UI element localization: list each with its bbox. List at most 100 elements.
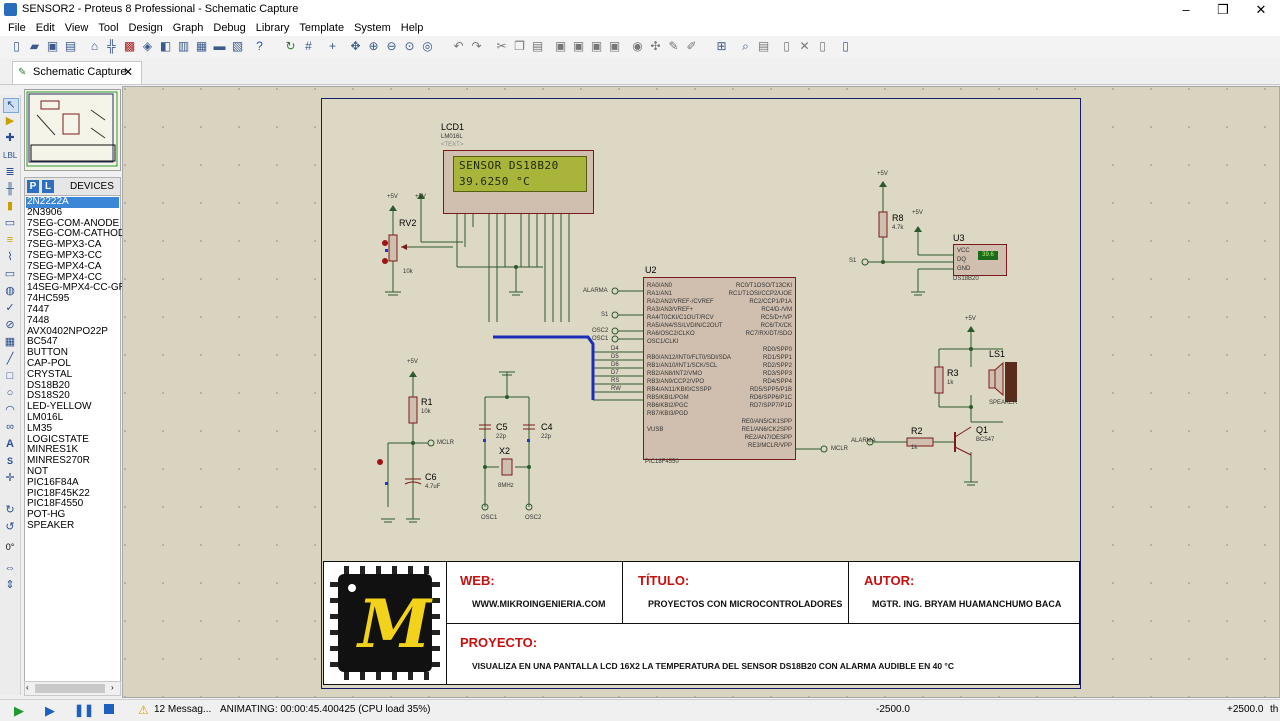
device-list-item[interactable]: MINRES270R — [27, 455, 90, 467]
tape-recorder-icon[interactable]: ▭ — [4, 268, 16, 280]
device-list-item[interactable]: POT-HG — [27, 509, 66, 521]
close-window-button[interactable]: ✕ — [1255, 2, 1267, 17]
warning-icon[interactable]: ⚠ — [138, 703, 149, 717]
voltage-probe-icon[interactable]: ✓ — [5, 302, 15, 314]
gerber-icon[interactable]: ◧ — [159, 39, 172, 53]
schematic-icon[interactable]: ╬ — [107, 39, 116, 53]
grid-icon[interactable]: # — [305, 39, 312, 53]
circle-2d-icon[interactable]: ○ — [6, 387, 14, 399]
scroll-thumb[interactable] — [35, 684, 105, 693]
device-list-item[interactable]: BC547 — [27, 336, 58, 348]
mirror-x-icon[interactable]: ⇔ — [4, 562, 16, 574]
netlist-icon[interactable]: ▯ — [842, 39, 849, 53]
current-probe-icon[interactable]: ⊘ — [5, 319, 15, 331]
step-icon[interactable]: ▶ — [45, 703, 55, 718]
new-sheet-icon[interactable]: ▯ — [783, 39, 790, 53]
schematic-canvas[interactable]: LCD1 LM016L <TEXT> SENSOR DS18B20 39.625… — [122, 86, 1280, 698]
decompose-icon[interactable]: ✐ — [686, 39, 697, 53]
menu-tool[interactable]: Tool — [98, 22, 119, 34]
pcb-icon[interactable]: ▩ — [123, 39, 136, 53]
minimize-button[interactable]: – — [1182, 2, 1190, 17]
device-list-item[interactable]: CAP-POL — [27, 358, 71, 369]
device-list-item[interactable]: 14SEG-MPX4-CC-GRN — [27, 282, 134, 294]
refresh-icon[interactable]: ↻ — [285, 39, 296, 53]
device-list-item[interactable]: BUTTON — [27, 347, 68, 359]
mirror-y-icon[interactable]: ⇕ — [5, 579, 15, 591]
new-file-icon[interactable]: ▯ — [13, 39, 20, 53]
pick-device-icon[interactable]: ◉ — [632, 39, 643, 53]
wire-autorouter-icon[interactable]: ⊞ — [716, 39, 727, 53]
graph-icon[interactable]: ⌇ — [7, 251, 13, 263]
device-list-item[interactable]: 7447 — [27, 304, 50, 315]
device-list-item[interactable]: LOGICSTATE — [27, 433, 89, 445]
block-copy-icon[interactable]: ▣ — [554, 39, 567, 53]
zoom-out-icon[interactable]: ⊖ — [386, 39, 397, 53]
redo-icon[interactable]: ↷ — [471, 39, 482, 53]
selection-mode-icon[interactable]: ↖ — [3, 98, 19, 113]
menu-template[interactable]: Template — [299, 22, 345, 34]
save-all-icon[interactable]: ▤ — [64, 39, 77, 53]
stop-icon[interactable] — [104, 704, 114, 714]
device-list-item[interactable]: 7SEG-COM-ANODE — [27, 217, 120, 229]
device-list-item[interactable]: LED-YELLOW — [27, 401, 92, 413]
device-list-item[interactable]: 2N3906 — [27, 206, 63, 218]
rotation-angle[interactable]: 0° — [5, 542, 15, 552]
menu-view[interactable]: View — [64, 22, 89, 34]
component-mode-icon[interactable]: ▶ — [5, 115, 15, 127]
text-script-icon[interactable]: ≣ — [5, 166, 15, 178]
zoom-in-icon[interactable]: ⊕ — [368, 39, 379, 53]
source-code-icon[interactable]: ▬ — [213, 39, 226, 53]
rotate-clockwise-icon[interactable]: ↻ — [5, 504, 15, 516]
lcd-display[interactable]: SENSOR DS18B20 39.6250 °C — [443, 150, 594, 214]
device-list-item[interactable]: DS18S20 — [27, 390, 70, 402]
device-list-item[interactable]: PIC16F84A — [27, 476, 79, 488]
block-rotate-icon[interactable]: ▣ — [590, 39, 603, 53]
device-pins-icon[interactable]: ≡ — [6, 234, 14, 246]
open-folder-icon[interactable]: ▰ — [29, 39, 40, 53]
menu-help[interactable]: Help — [400, 22, 424, 34]
3d-view-icon[interactable]: ◈ — [142, 39, 153, 53]
menu-file[interactable]: File — [8, 22, 26, 34]
tab-schematic-capture[interactable]: ✎ Schematic Capture ✕ — [12, 61, 142, 84]
remove-sheet-icon[interactable]: ✕ — [799, 39, 810, 53]
zoom-all-icon[interactable]: ⊙ — [404, 39, 415, 53]
undo-icon[interactable]: ↶ — [453, 39, 464, 53]
device-list-item[interactable]: 7SEG-MPX3-CA — [27, 239, 102, 251]
block-move-icon[interactable]: ▣ — [572, 39, 585, 53]
maximize-button[interactable]: ❐ — [1217, 2, 1229, 17]
pick-devices-button[interactable]: P — [27, 180, 39, 193]
device-list-item[interactable]: 7SEG-COM-CATHODE — [27, 228, 132, 240]
home-icon[interactable]: ⌂ — [90, 39, 99, 53]
cut-icon[interactable]: ✂ — [496, 39, 507, 53]
subcircuit-icon[interactable]: ▮ — [6, 200, 14, 212]
device-list-item[interactable]: 2N2222A — [26, 196, 119, 208]
pan-icon[interactable]: ✥ — [350, 39, 361, 53]
rotate-anticlockwise-icon[interactable]: ↺ — [5, 521, 15, 533]
messages-count[interactable]: 12 Messag... — [154, 704, 212, 715]
device-list-item[interactable]: PIC18F4550 — [27, 498, 84, 510]
zoom-area-icon[interactable]: ◎ — [422, 39, 433, 53]
block-delete-icon[interactable]: ▣ — [608, 39, 621, 53]
library-manager-button[interactable]: L — [42, 180, 54, 193]
device-list-item[interactable]: PIC18F45K22 — [27, 487, 90, 499]
copy-icon[interactable]: ❐ — [514, 39, 525, 53]
bom-icon[interactable]: ▦ — [195, 39, 208, 53]
junction-dot-icon[interactable]: ✚ — [5, 132, 15, 144]
menu-library[interactable]: Library — [255, 22, 290, 34]
overview-window[interactable] — [24, 89, 121, 171]
text-2d-icon[interactable]: A — [6, 438, 14, 450]
menu-graph[interactable]: Graph — [172, 22, 204, 34]
device-list-item[interactable]: 7SEG-MPX4-CA — [27, 260, 102, 272]
symbol-2d-icon[interactable]: S — [6, 456, 13, 466]
property-tool-icon[interactable]: ▤ — [757, 39, 770, 53]
package-tool-icon[interactable]: ✎ — [668, 39, 679, 53]
tab-close-icon[interactable]: ✕ — [123, 65, 134, 79]
box-2d-icon[interactable]: □ — [6, 370, 14, 382]
pause-icon[interactable]: ❚❚ — [74, 703, 95, 717]
device-list-item[interactable]: MINRES1K — [27, 444, 79, 456]
device-list-item[interactable]: SPEAKER — [27, 520, 75, 531]
menu-system[interactable]: System — [354, 22, 391, 34]
menu-edit[interactable]: Edit — [35, 22, 55, 34]
search-tag-icon[interactable]: ⌕ — [742, 39, 749, 53]
design-explorer-icon[interactable]: ▥ — [177, 39, 190, 53]
